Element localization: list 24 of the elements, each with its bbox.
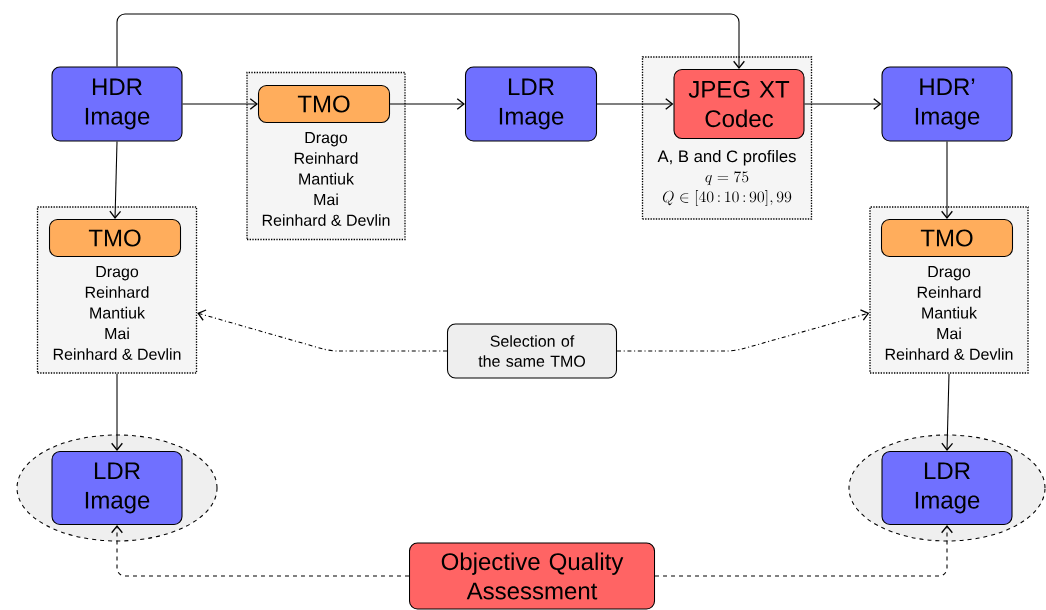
arrow — [654, 525, 953, 577]
process-box: HDR’ Image — [881, 66, 1013, 142]
arrow — [197, 309, 448, 352]
arrow — [804, 98, 882, 110]
arrow — [109, 141, 122, 219]
process-box: LDR Image — [51, 450, 183, 526]
arrow — [941, 373, 954, 451]
arrow — [389, 98, 465, 110]
tmo-box: TMO — [257, 84, 391, 124]
tmo-box: TMO — [48, 218, 182, 258]
arrow — [182, 98, 258, 110]
assessment-box: Objective Quality Assessment — [408, 542, 656, 610]
arrow — [941, 141, 953, 219]
process-box: HDR Image — [51, 66, 183, 142]
arrow — [116, 13, 745, 69]
selection-box: Selection of the same TMO — [446, 323, 618, 379]
arrow — [111, 373, 123, 451]
process-box: JPEG XT Codec — [673, 68, 805, 140]
tmo-box: TMO — [880, 218, 1014, 258]
arrow — [111, 525, 410, 577]
arrow — [616, 309, 870, 352]
arrow — [596, 98, 674, 110]
process-box: LDR Image — [881, 450, 1013, 526]
process-box: LDR Image — [464, 66, 598, 142]
